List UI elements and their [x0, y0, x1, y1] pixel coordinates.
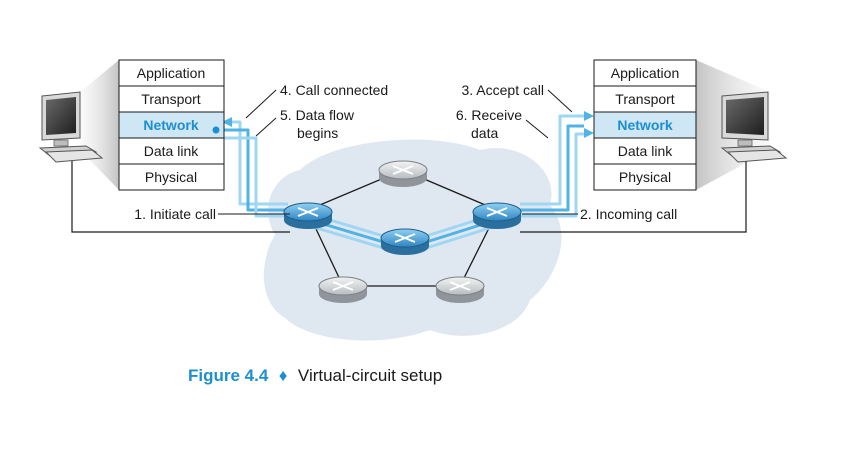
- host-wires: [71, 160, 747, 233]
- right-virtual-circuit-paths: [520, 114, 584, 218]
- step-1-label: 1. Initiate call: [134, 206, 216, 222]
- right-arrowhead-upper: [584, 111, 594, 121]
- router-bottom-left-gray-icon: [318, 276, 368, 303]
- router-left-edge-icon: [283, 202, 333, 229]
- right-layer-transport: Transport: [615, 91, 675, 107]
- step-5-label-line2: begins: [297, 125, 338, 141]
- figure-caption: Figure 4.4 ♦ Virtual-circuit setup: [188, 366, 442, 385]
- right-protocol-stack: Application Transport Network Data link …: [593, 59, 697, 191]
- right-layer-physical: Physical: [619, 169, 671, 185]
- left-layer-transport: Transport: [141, 91, 201, 107]
- step-6-label-line1: 6. Receive: [456, 107, 522, 123]
- right-layer-datalink: Data link: [618, 143, 673, 159]
- step-3-label: 3. Accept call: [462, 82, 545, 98]
- left-arrowhead: [222, 117, 232, 127]
- right-layer-network: Network: [617, 117, 672, 133]
- step-6-label-line2: data: [471, 125, 498, 141]
- router-bottom-right-gray-icon: [435, 276, 485, 303]
- left-layer-application: Application: [137, 65, 206, 81]
- right-arrowhead-lower: [584, 128, 594, 138]
- step-5-label-line1: 5. Data flow: [280, 107, 355, 123]
- step-2-label: 2. Incoming call: [580, 206, 677, 222]
- left-layer-physical: Physical: [145, 169, 197, 185]
- left-protocol-stack: Application Transport Network Data link …: [118, 59, 225, 191]
- router-right-edge-icon: [472, 202, 522, 229]
- figure-label: Figure 4.4: [188, 366, 269, 385]
- router-center-blue-icon: [380, 228, 430, 255]
- router-top-gray-icon: [378, 160, 428, 187]
- left-layer-network: Network: [143, 117, 198, 133]
- left-layer-datalink: Data link: [144, 143, 199, 159]
- left-network-endpoint-dot: [212, 126, 220, 134]
- caption-separator: ♦: [279, 366, 288, 385]
- left-computer-icon: [38, 91, 104, 163]
- caption-text: Virtual-circuit setup: [298, 366, 442, 385]
- right-computer-icon: [720, 91, 788, 163]
- step-leader-lines: [218, 89, 578, 215]
- right-layer-application: Application: [611, 65, 680, 81]
- step-4-label: 4. Call connected: [280, 82, 388, 98]
- left-shadow-cone: [80, 60, 119, 190]
